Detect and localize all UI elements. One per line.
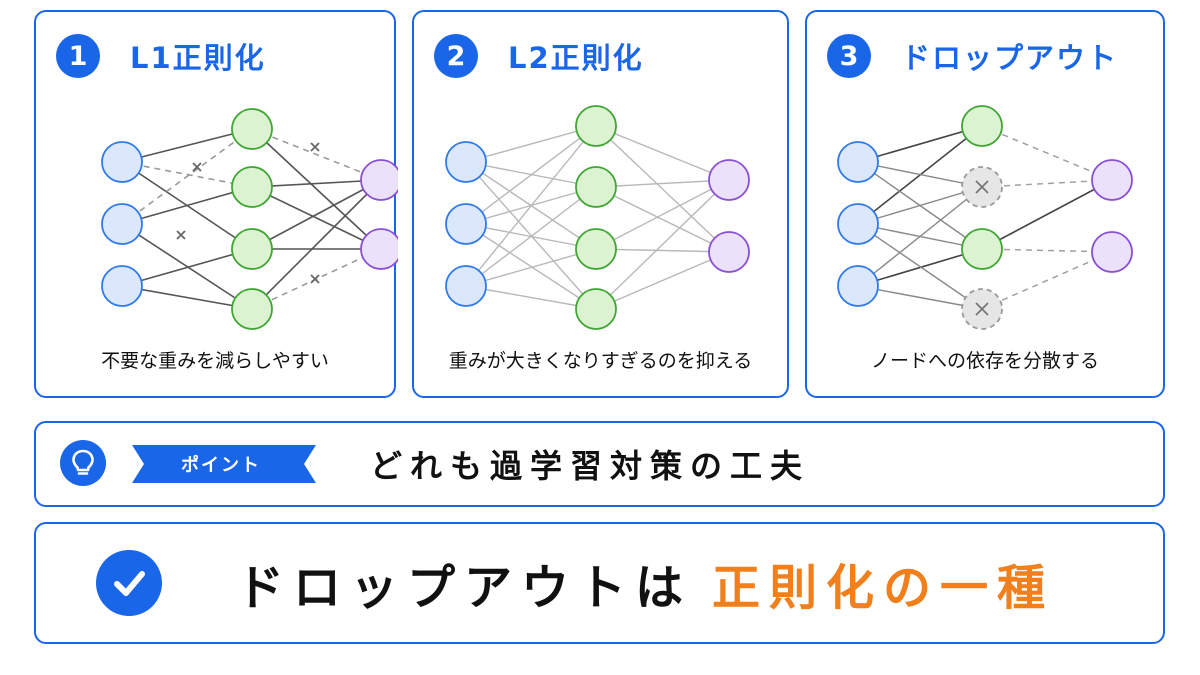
- hidden-node: [231, 228, 273, 270]
- panel-caption: ノードへの依存を分散する: [870, 350, 1099, 372]
- output-node: [708, 231, 750, 273]
- input-node: [445, 265, 487, 307]
- edge: [465, 125, 597, 225]
- edge: [121, 285, 253, 310]
- edge: [121, 128, 253, 163]
- panel-header: 1 L1正則化: [56, 34, 266, 78]
- cross-icon: [310, 274, 320, 284]
- hidden-node: [575, 166, 617, 208]
- edge: [251, 179, 382, 188]
- output-node: [1091, 231, 1133, 273]
- edge: [595, 248, 730, 253]
- number-badge: 1: [56, 34, 100, 78]
- answer-highlight: 正則化の一種: [712, 560, 1055, 616]
- edge: [465, 125, 597, 287]
- panel-title: L1正則化: [130, 41, 266, 75]
- point-text: どれも過学習対策の工夫: [370, 447, 811, 485]
- hidden-node: [231, 166, 273, 208]
- edge: [595, 125, 730, 181]
- hidden-node: [575, 288, 617, 330]
- answer-bar: ドロップアウトは 正則化の一種: [34, 522, 1165, 644]
- edge: [595, 186, 730, 253]
- edge: [857, 285, 983, 310]
- hidden-node: [575, 105, 617, 147]
- edge: [857, 125, 983, 163]
- point-tag: ポイント: [126, 445, 316, 483]
- panel-title: ドロップアウト: [901, 41, 1119, 75]
- edge: [595, 251, 730, 310]
- point-tag-label: ポイント: [181, 455, 261, 476]
- input-node: [837, 265, 879, 307]
- input-node: [445, 203, 487, 245]
- panel-title: L2正則化: [508, 41, 644, 75]
- edge: [251, 179, 382, 250]
- edge: [857, 186, 983, 225]
- number-badge: 3: [827, 34, 871, 78]
- output-node: [360, 159, 398, 201]
- dropped-edge: [251, 248, 382, 310]
- cross-icon: [975, 180, 989, 194]
- panel-dropout: 3 ドロップアウト: [805, 10, 1165, 398]
- cross-icon: [975, 302, 989, 316]
- point-bar: ポイント どれも過学習対策の工夫: [34, 421, 1165, 507]
- hidden-node: [575, 228, 617, 270]
- edge: [251, 128, 382, 250]
- edge: [981, 179, 1113, 250]
- dropped-edge: [251, 128, 382, 181]
- dropped-edge: [981, 125, 1113, 181]
- edge: [595, 179, 730, 188]
- edge: [121, 223, 253, 310]
- dropped-edge: [121, 161, 253, 188]
- edge: [465, 161, 597, 310]
- panel-caption: 不要な重みを減らしやすい: [101, 350, 329, 372]
- panel-caption: 重みが大きくなりすぎるのを抑える: [448, 350, 753, 372]
- edge: [465, 125, 597, 163]
- edge: [595, 179, 730, 250]
- output-node: [708, 159, 750, 201]
- dropped-edge: [981, 251, 1113, 310]
- hidden-node: [961, 105, 1003, 147]
- input-node: [837, 141, 879, 183]
- dropout-network-diagram: [837, 105, 1133, 330]
- edge: [465, 285, 597, 310]
- input-node: [101, 203, 143, 245]
- edge: [121, 248, 253, 287]
- number-badge: 2: [434, 34, 478, 78]
- answer-statement: ドロップアウトは 正則化の一種: [236, 548, 1054, 618]
- edge: [595, 179, 730, 310]
- hidden-node: [231, 108, 273, 150]
- cross-icon: [310, 142, 320, 152]
- edge: [465, 186, 597, 287]
- cross-icon: [192, 162, 202, 172]
- output-node: [1091, 159, 1133, 201]
- edge: [857, 161, 983, 188]
- hidden-node: [231, 288, 273, 330]
- input-node: [101, 265, 143, 307]
- edge: [121, 186, 253, 225]
- edge: [857, 223, 983, 310]
- checkmark-icon: [96, 550, 162, 616]
- panel-l2-regularization: 2 L2正則化: [412, 10, 789, 398]
- edge: [465, 223, 597, 310]
- dropped-edge: [121, 128, 253, 225]
- edge: [251, 179, 382, 310]
- output-node: [360, 228, 398, 270]
- edge: [857, 186, 983, 287]
- input-node: [837, 203, 879, 245]
- cross-icon: [176, 230, 186, 240]
- answer-main: ドロップアウトは: [236, 560, 693, 616]
- edge: [857, 248, 983, 287]
- panel-header: 3 ドロップアウト: [827, 34, 1118, 78]
- input-node: [445, 141, 487, 183]
- lightbulb-icon: [60, 440, 106, 486]
- l2-network-diagram: [445, 105, 750, 330]
- edge: [595, 125, 730, 253]
- panel-header: 2 L2正則化: [434, 34, 644, 78]
- edge: [251, 186, 382, 250]
- hidden-node: [961, 228, 1003, 270]
- panel-l1-regularization: 1 L1正則化: [34, 10, 398, 398]
- l1-network-diagram: [101, 108, 398, 330]
- input-node: [101, 141, 143, 183]
- edge: [465, 248, 597, 287]
